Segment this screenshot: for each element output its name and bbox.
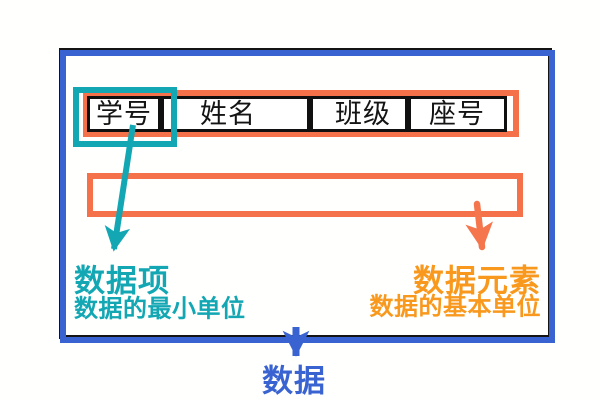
data-element-title: 数据元素: [413, 264, 541, 299]
header-cell-label-name: 姓名: [200, 99, 256, 129]
data-item-title: 数据项: [74, 264, 170, 299]
data-element-arrow: [465, 200, 494, 251]
data-item-subtitle: 数据的最小单位: [74, 295, 246, 323]
cell-separator: [405, 99, 411, 129]
header-cell-label-student-id: 学号: [96, 99, 152, 129]
data-title: 数据: [262, 364, 326, 399]
data-item-arrow: [104, 124, 136, 252]
header-cell-label-class: 班级: [335, 99, 391, 129]
cell-separator: [158, 99, 164, 129]
data-item-highlight-box: [73, 87, 177, 147]
data-element-outline: [87, 173, 523, 217]
cell-separator: [307, 99, 313, 129]
header-record-outline: [83, 90, 519, 137]
header-cell-label-seat: 座号: [429, 99, 485, 129]
data-element-subtitle: 数据的基本单位: [370, 293, 542, 321]
